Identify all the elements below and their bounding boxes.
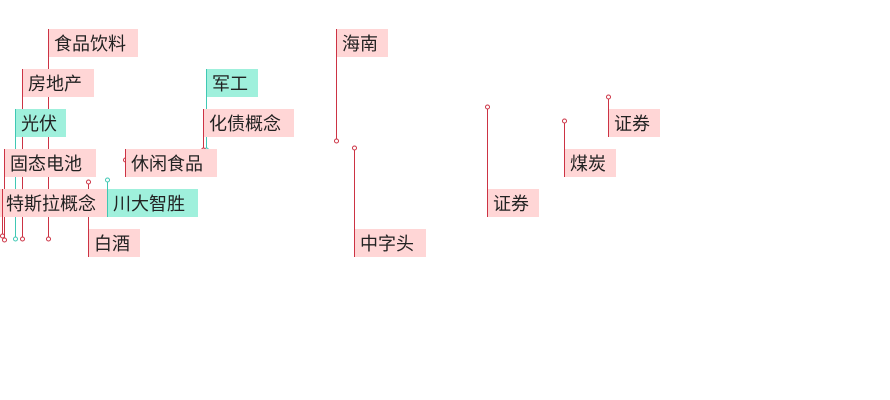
label-box bbox=[336, 29, 388, 57]
label-box bbox=[203, 109, 294, 137]
annotation-label: 固态电池 bbox=[10, 154, 82, 175]
annotation-label: 光伏 bbox=[21, 114, 57, 135]
label-box bbox=[0, 189, 108, 217]
marker-point bbox=[0, 233, 5, 239]
label-box bbox=[608, 109, 660, 137]
marker-point bbox=[352, 145, 357, 151]
label-box bbox=[88, 229, 140, 257]
marker-point bbox=[562, 118, 567, 124]
annotation-label: 休闲食品 bbox=[131, 154, 203, 175]
marker-point bbox=[2, 237, 7, 243]
marker-point bbox=[334, 138, 339, 144]
annotation-label: 白酒 bbox=[94, 234, 130, 255]
label-box bbox=[206, 69, 258, 97]
label-box bbox=[564, 149, 616, 177]
label-box bbox=[487, 189, 539, 217]
annotation-label: 证券 bbox=[493, 194, 529, 215]
label-box bbox=[107, 189, 198, 217]
annotation-label: 证券 bbox=[614, 114, 650, 135]
marker-point bbox=[86, 179, 91, 185]
marker-point bbox=[13, 236, 18, 242]
annotation-label: 海南 bbox=[342, 34, 378, 55]
annotation-label: 军工 bbox=[212, 74, 248, 95]
marker-point bbox=[46, 236, 51, 242]
annotation-label: 煤炭 bbox=[570, 154, 606, 175]
annotation-label: 特斯拉概念 bbox=[6, 193, 96, 215]
marker-point bbox=[485, 104, 490, 110]
label-box bbox=[22, 69, 94, 97]
annotation-label: 化债概念 bbox=[209, 113, 281, 135]
label-box bbox=[4, 149, 96, 177]
marker-point bbox=[105, 177, 110, 183]
annotation-label: 食品饮料 bbox=[54, 34, 126, 55]
marker-point bbox=[606, 94, 611, 100]
marker-point bbox=[20, 236, 25, 242]
label-box bbox=[125, 149, 217, 177]
annotation-label: 房地产 bbox=[28, 74, 82, 95]
label-box bbox=[48, 29, 138, 57]
label-box bbox=[354, 229, 426, 257]
annotation-label: 川大智胜 bbox=[113, 194, 185, 215]
label-box bbox=[15, 109, 66, 137]
annotation-label: 中字头 bbox=[360, 234, 414, 255]
